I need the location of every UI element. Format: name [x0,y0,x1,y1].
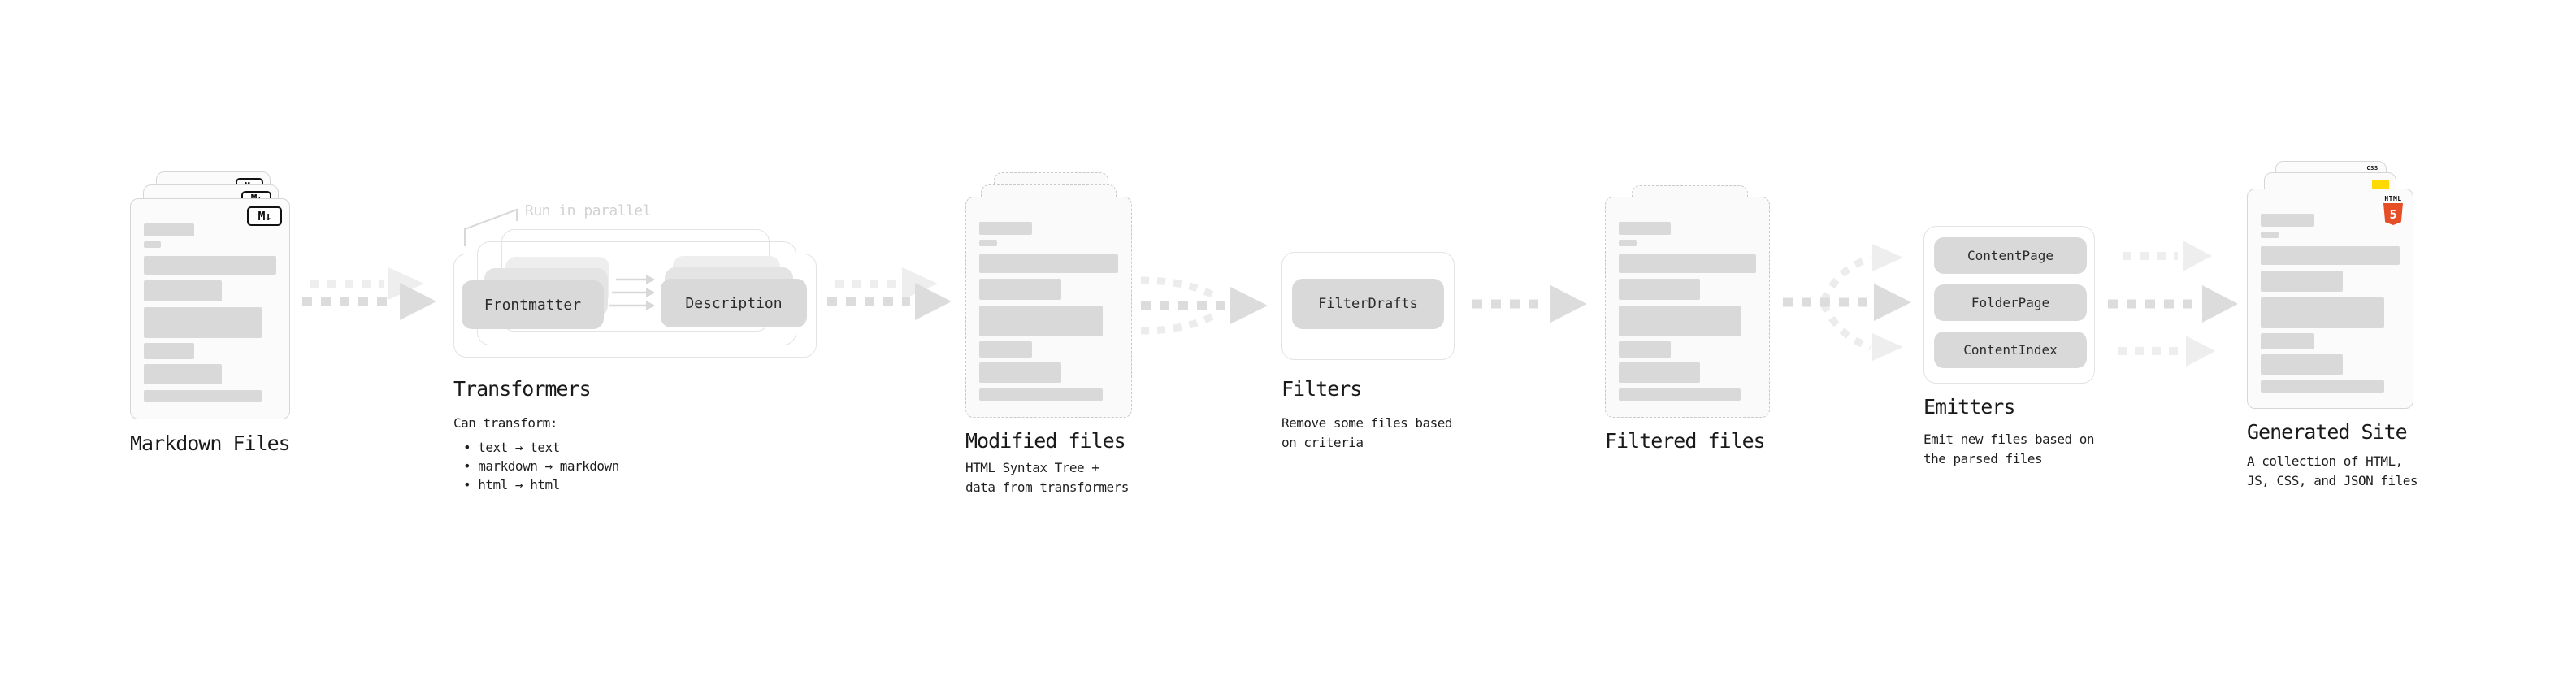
placeholder-bar [979,279,1061,300]
placeholder-bar [2261,380,2385,393]
javascript-icon [2372,180,2389,190]
transformers-caption-item: • text → text [463,440,560,455]
placeholder-bar [979,306,1104,336]
page-content-placeholder [1619,222,1756,401]
placeholder-bar [1619,240,1637,246]
html5-icon: HTML 5 [2383,195,2404,225]
placeholder-bar [2261,214,2314,227]
page-content-placeholder [144,223,276,402]
placeholder-bar [2261,354,2343,375]
html5-icon-shield: 5 [2383,203,2403,225]
generated-site-caption: A collection of HTML, [2247,453,2403,469]
parallel-mini-arrows [609,275,655,310]
filterdrafts-node: FilterDrafts [1292,279,1444,329]
placeholder-bar [2261,271,2343,292]
page-content-placeholder [2261,214,2400,393]
placeholder-bar [2261,246,2400,265]
css-icon-text: CSS [2366,165,2379,171]
page-content-placeholder [979,222,1118,401]
folderpage-node: FolderPage [1934,284,2087,321]
arrow-filters-to-filtered [1472,285,1587,323]
generated-page-html: HTML 5 [2247,189,2413,409]
markdown-files-label: Markdown Files [130,432,291,455]
placeholder-bar [1619,341,1672,358]
arrow-modified-to-filters [1140,276,1268,335]
modified-files-caption: data from transformers [965,479,1129,495]
placeholder-bar [1619,254,1756,273]
placeholder-bar [1619,222,1672,235]
description-node: Description [661,279,807,327]
markdown-page-front: M↓ [130,198,290,419]
placeholder-bar [144,256,276,275]
markdown-icon: M↓ [247,206,282,226]
run-in-parallel-annotation: Run in parallel [525,202,652,219]
arrow-transformers-to-modified [827,267,952,320]
arrow-markdown-to-transformers [302,267,436,320]
placeholder-bar [144,223,194,236]
filters-caption: on criteria [1281,435,1364,450]
placeholder-bar [2261,333,2314,349]
emitters-caption: Emit new files based on [1923,432,2095,447]
arrow-emitters-to-generated [2108,241,2238,367]
html5-icon-text: HTML [2384,195,2402,202]
placeholder-bar [144,307,262,338]
contentpage-node: ContentPage [1934,237,2087,274]
placeholder-bar [979,240,998,246]
transformers-caption-item: • markdown → markdown [463,458,619,474]
emitters-caption: the parsed files [1923,451,2043,466]
placeholder-bar [2261,297,2385,328]
placeholder-bar [1619,279,1700,300]
placeholder-bar [979,254,1118,273]
placeholder-bar [1619,362,1700,383]
placeholder-bar [979,388,1104,401]
filters-caption: Remove some files based [1281,415,1453,431]
placeholder-bar [1619,306,1741,336]
arrow-filtered-to-emitters [1783,244,1911,361]
filtered-files-label: Filtered files [1605,429,1766,453]
transformers-label: Transformers [453,377,592,401]
placeholder-bar [144,280,223,301]
placeholder-bar [144,364,223,384]
transformer-group-front [453,254,817,358]
placeholder-bar [979,362,1061,383]
transformers-caption-item: • html → html [463,477,560,492]
placeholder-bar [979,341,1032,358]
placeholder-bar [1619,388,1741,401]
placeholder-bar [144,390,262,402]
placeholder-bar [2261,232,2279,238]
generated-site-label: Generated Site [2247,420,2408,444]
modified-page-front [965,197,1132,418]
filtered-page-front [1605,197,1770,418]
frontmatter-node: Frontmatter [462,280,604,329]
placeholder-bar [979,222,1032,235]
modified-files-caption: HTML Syntax Tree + [965,460,1099,475]
modified-files-label: Modified files [965,429,1126,453]
placeholder-bar [144,241,162,248]
placeholder-bar [144,343,194,359]
filters-label: Filters [1281,377,1362,401]
generated-site-caption: JS, CSS, and JSON files [2247,473,2418,488]
contentindex-node: ContentIndex [1934,332,2087,368]
transformers-caption-heading: Can transform: [453,415,557,431]
emitters-label: Emitters [1923,395,2015,419]
run-in-parallel-connector [464,208,518,246]
